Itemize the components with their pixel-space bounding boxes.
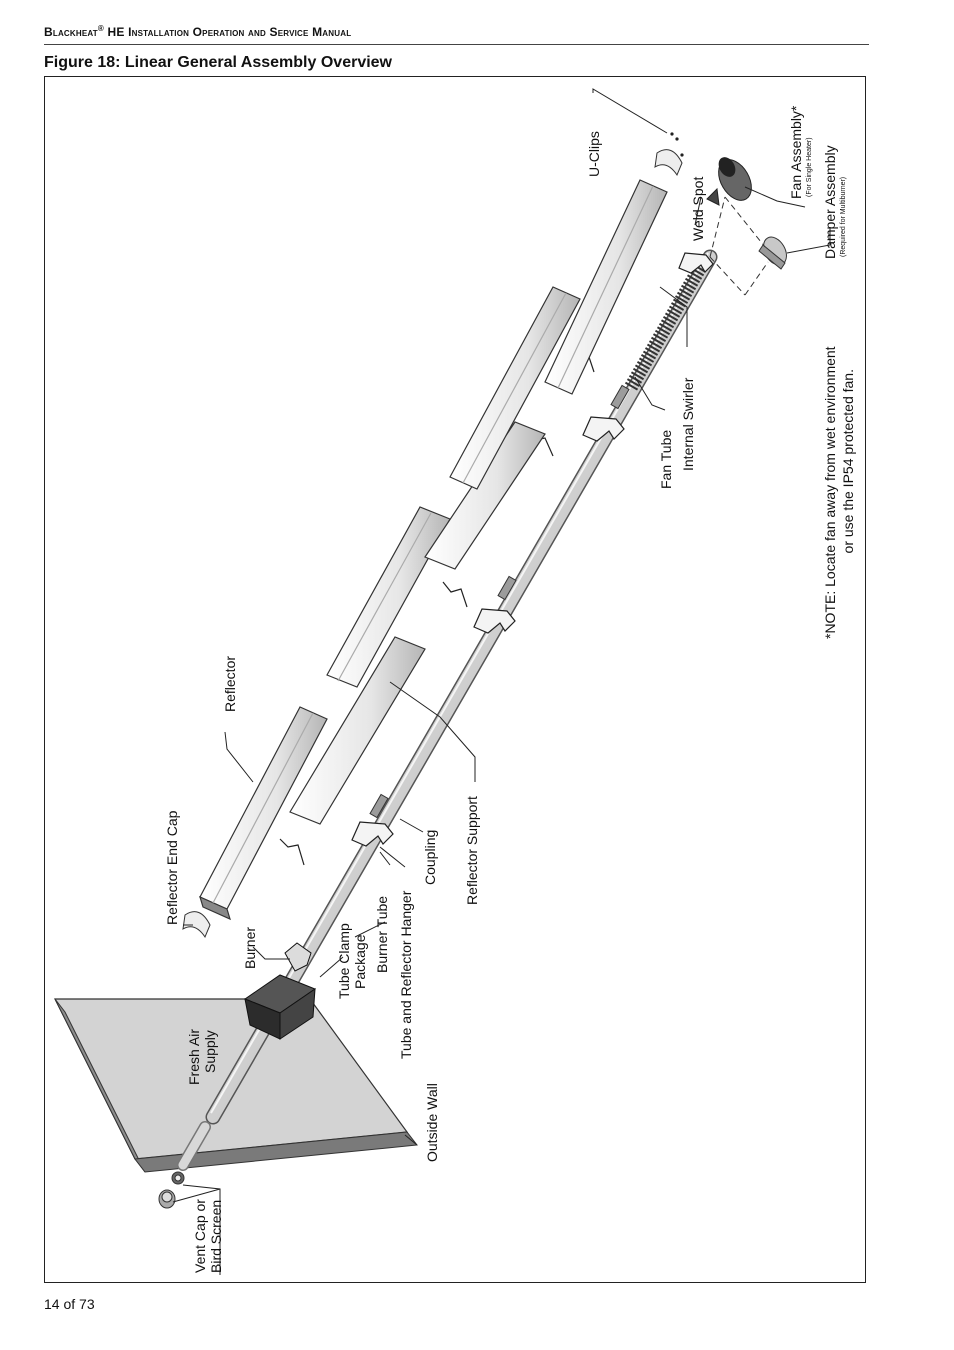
- label-tube-clamp-1: Tube Clamp: [336, 923, 352, 999]
- label-fan-assembly-sub: (For Single Heater): [806, 137, 813, 197]
- outside-wall: [54, 998, 418, 1173]
- burner-box: [243, 942, 317, 1040]
- label-note-1: *NOTE: Locate fan away from wet environm…: [822, 346, 838, 639]
- label-internal-swirler: Internal Swirler: [680, 377, 696, 471]
- labels: Vent Cap or Bird Screen Fresh Air Supply…: [164, 105, 856, 1273]
- label-damper-assembly: Damper Assembly: [822, 145, 838, 259]
- label-burner: Burner: [242, 927, 258, 969]
- label-tube-reflector-hanger: Tube and Reflector Hanger: [398, 890, 414, 1059]
- label-reflector: Reflector: [222, 656, 238, 712]
- reflector-end-caps: [182, 149, 683, 939]
- brand-name: Blackheat: [44, 25, 98, 39]
- label-outside-wall: Outside Wall: [424, 1083, 440, 1162]
- figure-frame: Vent Cap or Bird Screen Fresh Air Supply…: [44, 76, 866, 1283]
- label-damper-assembly-sub: (Required for Multiburner): [840, 177, 847, 257]
- label-weld-spot: Weld Spot: [690, 177, 706, 241]
- label-tube-clamp-2: Package: [352, 934, 368, 989]
- reflectors: [199, 179, 668, 921]
- label-note-2: or use the IP54 protected fan.: [840, 369, 856, 553]
- label-reflector-support: Reflector Support: [464, 796, 480, 905]
- fan-assembly: [706, 157, 752, 206]
- label-burner-tube: Burner Tube: [374, 896, 390, 973]
- figure-title: Figure 18: Linear General Assembly Overv…: [44, 54, 392, 71]
- label-u-clips: U-Clips: [586, 131, 602, 177]
- label-fan-tube: Fan Tube: [658, 430, 674, 489]
- label-vent-cap-1: Vent Cap or: [192, 1199, 208, 1273]
- label-fresh-air-2: Supply: [202, 1030, 218, 1073]
- u-clips: [670, 132, 684, 157]
- label-fresh-air-1: Fresh Air: [186, 1029, 202, 1085]
- couplings: [369, 384, 630, 819]
- label-reflector-end-cap: Reflector End Cap: [164, 810, 180, 925]
- label-fan-assembly: Fan Assembly*: [788, 105, 804, 199]
- page-number: 14 of 73: [44, 1296, 95, 1312]
- vent-cap: [158, 1171, 185, 1209]
- tube-hangers: [279, 252, 714, 866]
- damper-assembly: [758, 236, 787, 270]
- label-coupling: Coupling: [422, 830, 438, 885]
- connection-lines: [709, 196, 769, 296]
- leader-lines: [172, 88, 831, 1275]
- registered-mark: ®: [97, 24, 104, 33]
- header-title: HE Installation Operation and Service Ma…: [103, 25, 352, 39]
- assembly-diagram: Vent Cap or Bird Screen Fresh Air Supply…: [54, 88, 856, 1275]
- document-header: Blackheat® HE Installation Operation and…: [44, 24, 869, 45]
- label-vent-cap-2: Bird Screen: [208, 1200, 224, 1273]
